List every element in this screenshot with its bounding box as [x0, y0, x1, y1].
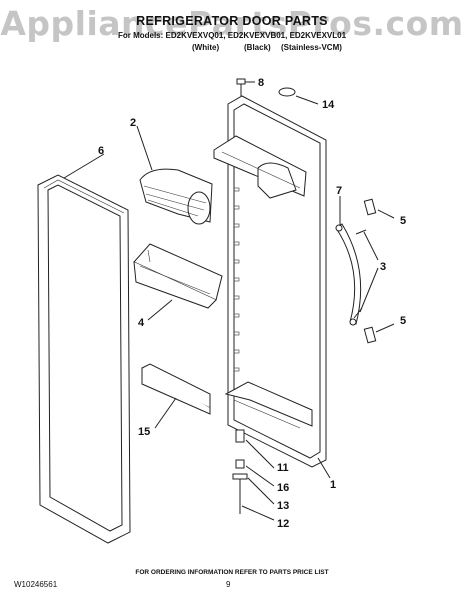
callout-16: 16 [277, 482, 289, 494]
top-screw [236, 78, 246, 96]
callout-4: 4 [138, 317, 145, 329]
door-handle [335, 223, 362, 326]
cantilever-bin [139, 168, 213, 225]
callout-5-bottom: 5 [400, 315, 406, 327]
watermark: AppliancePartsPros.com [0, 4, 464, 43]
models-line: For Models: ED2KVEXVQ01, ED2KVEXVB01, ED… [117, 31, 347, 40]
callout-2: 2 [130, 117, 136, 129]
variant-white: (White) [192, 43, 220, 52]
callout-12: 12 [277, 518, 289, 530]
callout-8: 8 [258, 77, 264, 89]
liner-dimples [233, 187, 240, 372]
callout-13: 13 [277, 500, 289, 512]
variant-black: (Black) [244, 43, 271, 52]
door-assembly [213, 95, 327, 468]
lower-bin [141, 363, 211, 415]
page-number: 9 [226, 580, 231, 589]
callout-14: 14 [322, 99, 335, 111]
variant-stainless: (Stainless-VCM) [281, 43, 342, 52]
document-id: W10246561 [14, 580, 58, 589]
ordering-note: FOR ORDERING INFORMATION REFER TO PARTS … [135, 569, 329, 576]
hinge-cap [278, 87, 296, 97]
callout-3: 3 [380, 261, 386, 273]
door-bin [133, 243, 223, 309]
callout-1: 1 [330, 479, 336, 491]
callout-11: 11 [277, 462, 289, 474]
callout-7: 7 [336, 185, 342, 197]
door-gasket [37, 174, 131, 544]
leader-lines [63, 81, 395, 521]
callout-15: 15 [138, 426, 150, 438]
bottom-hinge-parts [232, 429, 248, 514]
handle-end-caps [363, 198, 377, 344]
callout-6: 6 [98, 145, 104, 157]
callout-5-top: 5 [400, 215, 406, 227]
page-title: REFRIGERATOR DOOR PARTS [136, 14, 328, 28]
